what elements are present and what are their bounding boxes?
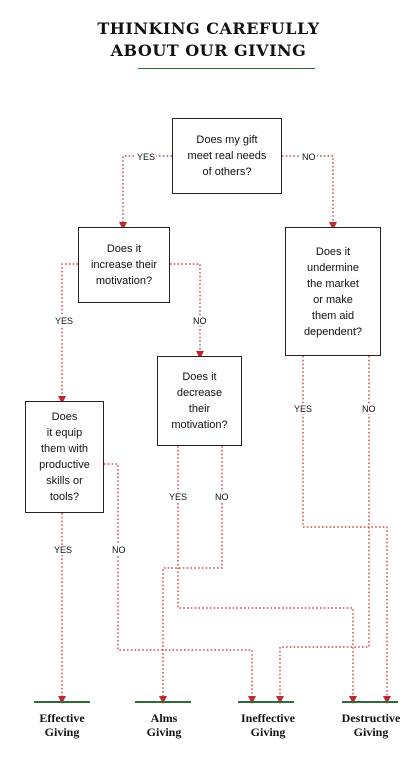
connector-q5-no (104, 463, 256, 704)
title-line-1: THINKING CAREFULLY (97, 19, 320, 38)
outcome-ineffective: Ineffective Giving (241, 711, 295, 739)
connector-q4-no (159, 446, 223, 704)
question-real-needs: Does my gift meet real needs of others? (172, 118, 282, 194)
outcome-destructive-line (342, 701, 398, 703)
connector-q2-no (170, 263, 204, 359)
question-decrease-motivation: Does it decrease their motivation? (157, 356, 242, 446)
title-underline (138, 68, 315, 69)
connector-q3-yes (302, 356, 391, 704)
outcome-effective-line (34, 701, 90, 703)
label-q2-no: NO (192, 316, 208, 326)
question-undermine-market: Does it undermine the market or make the… (285, 227, 381, 356)
label-q5-no: NO (111, 545, 127, 555)
label-q2-yes: YES (54, 316, 75, 326)
connector-q1-no (282, 155, 337, 230)
connector-q1-yes (119, 155, 172, 230)
label-q1-no: NO (301, 152, 317, 162)
title-line-2: ABOUT OUR GIVING (110, 41, 307, 60)
connector-q4-yes (177, 446, 357, 704)
outcome-alms: Alms Giving (146, 711, 182, 739)
label-q5-yes: YES (53, 545, 74, 555)
outcome-alms-line (135, 701, 191, 703)
outcome-ineffective-line (238, 701, 294, 703)
connector-q3-no (276, 356, 370, 704)
label-q1-yes: YES (136, 152, 157, 162)
label-q3-yes: YES (293, 404, 314, 414)
outcome-destructive: Destructive Giving (341, 711, 401, 739)
label-q4-no: NO (214, 492, 230, 502)
question-increase-motivation: Does it increase their motivation? (78, 227, 170, 303)
outcome-effective: Effective Giving (39, 711, 85, 739)
question-equip-skills: Does it equip them with productive skill… (25, 401, 104, 513)
label-q3-no: NO (361, 404, 377, 414)
label-q4-yes: YES (168, 492, 189, 502)
connector-q2-yes (58, 263, 78, 404)
